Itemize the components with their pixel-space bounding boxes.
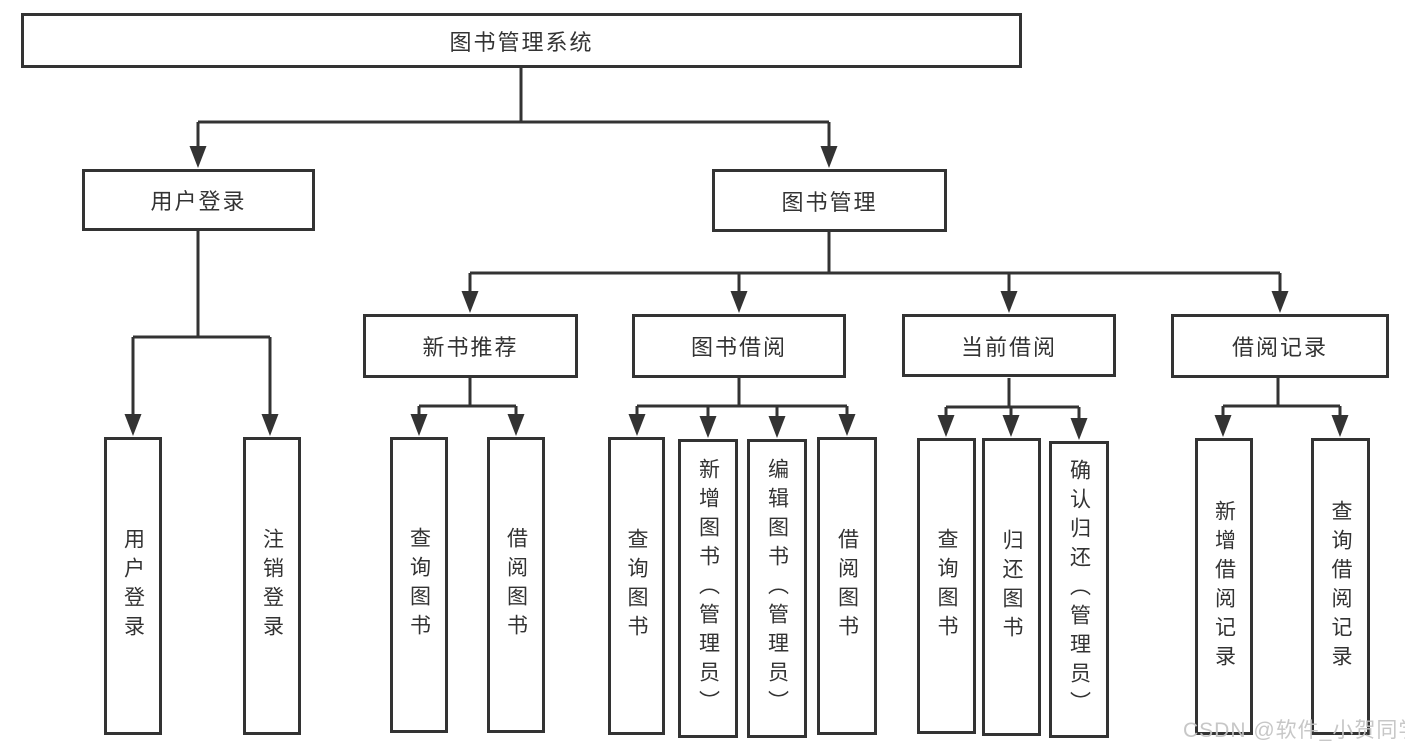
connector-current-borrowing-branch <box>944 378 1081 424</box>
leaf-borrowing-query-books: 查询图书 <box>608 437 665 735</box>
leaf-add-books-admin: 新增图书（管理员） <box>678 439 738 738</box>
leaf-recommend-borrow-books: 借阅图书 <box>487 437 545 733</box>
node-label: 借阅图书 <box>835 528 859 644</box>
leaf-current-query-books: 查询图书 <box>917 438 976 734</box>
leaf-add-borrow-record: 新增借阅记录 <box>1195 438 1253 735</box>
node-label: 新增图书（管理员） <box>696 458 720 719</box>
connector-book-borrowing-branch <box>635 378 849 422</box>
node-new-book-recommendation: 新书推荐 <box>363 314 578 378</box>
node-book-borrowing: 图书借阅 <box>632 314 846 378</box>
node-label: 新书推荐 <box>422 335 519 360</box>
node-label: 用户登录 <box>150 189 247 214</box>
node-book-management: 图书管理 <box>712 169 947 232</box>
node-label: 确认归还（管理员） <box>1067 459 1091 720</box>
connector-borrowing-records-branch <box>1221 378 1342 421</box>
node-label: 注销登录 <box>260 528 284 644</box>
connector-book-management-branch <box>468 232 1282 297</box>
node-label: 查询图书 <box>625 528 648 644</box>
connector-user-login-branch <box>131 231 272 420</box>
node-library-management-system: 图书管理系统 <box>21 13 1022 68</box>
node-label: 编辑图书（管理员） <box>765 458 789 719</box>
node-user-login: 用户登录 <box>82 169 315 231</box>
node-borrowing-records: 借阅记录 <box>1171 314 1389 378</box>
node-label: 图书管理系统 <box>449 29 594 55</box>
leaf-edit-books-admin: 编辑图书（管理员） <box>747 439 807 738</box>
leaf-confirm-return-admin: 确认归还（管理员） <box>1049 441 1109 738</box>
node-label: 新增借阅记录 <box>1212 499 1236 674</box>
node-label: 用户登录 <box>121 528 145 644</box>
connector-new-book-branch <box>417 378 518 420</box>
connector-root-branch <box>196 68 831 150</box>
leaf-query-borrow-record: 查询借阅记录 <box>1311 438 1370 735</box>
node-label: 当前借阅 <box>960 334 1057 360</box>
leaf-recommend-query-books: 查询图书 <box>390 437 448 733</box>
node-label: 查询图书 <box>935 528 958 644</box>
node-label: 借阅记录 <box>1231 335 1328 360</box>
leaf-user-login: 用户登录 <box>104 437 162 735</box>
leaf-borrowing-borrow-books: 借阅图书 <box>817 437 877 735</box>
node-label: 图书管理 <box>781 189 878 215</box>
watermark-text: CSDN @软件_小贺同学 <box>1183 719 1405 742</box>
node-label: 查询借阅记录 <box>1329 499 1352 674</box>
node-current-borrowing: 当前借阅 <box>902 314 1116 377</box>
leaf-return-books: 归还图书 <box>982 438 1041 736</box>
arrowheads <box>124 146 1349 440</box>
leaf-logout: 注销登录 <box>243 437 301 735</box>
node-label: 图书借阅 <box>690 335 787 360</box>
node-label: 查询图书 <box>407 527 431 643</box>
node-label: 归还图书 <box>1000 529 1023 645</box>
node-label: 借阅图书 <box>504 527 528 643</box>
